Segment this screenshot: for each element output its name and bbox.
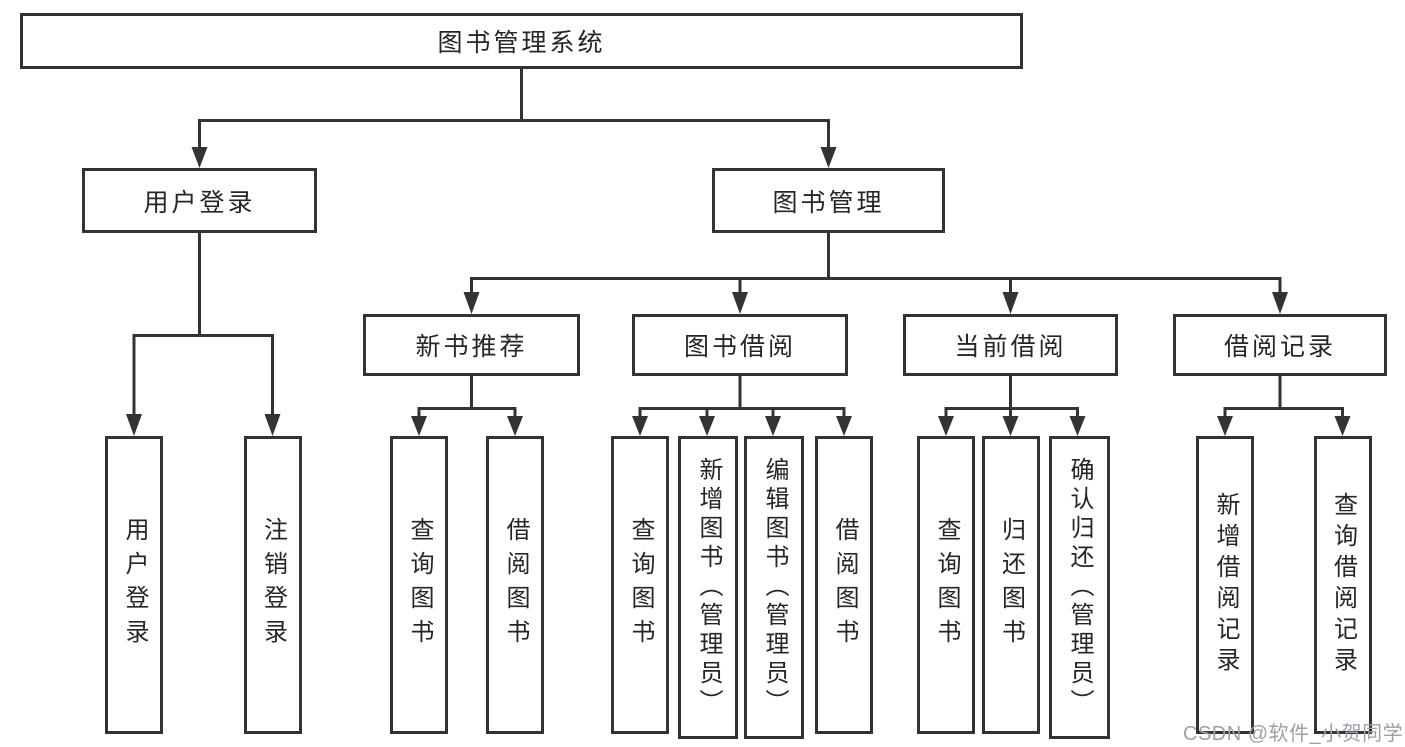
leaf-logout: 注销登录: [243, 436, 302, 734]
node-current-borrow: 当前借阅: [903, 314, 1118, 376]
arrow-down-icon: [732, 292, 748, 314]
leaf-query-books-borrow: 查询图书: [611, 436, 669, 734]
leaf-add-book-admin: 新增图书（管理员）: [678, 436, 738, 739]
arrow-down-icon: [1334, 416, 1351, 436]
leaf-confirm-return-admin: 确认归还（管理员）: [1048, 436, 1110, 739]
connector-book-borrow-children: [632, 376, 852, 436]
arrow-down-icon: [938, 416, 954, 436]
leaf-return-book: 归还图书: [981, 436, 1040, 734]
arrow-down-icon: [765, 416, 781, 436]
arrow-down-icon: [820, 147, 837, 168]
arrow-down-icon: [507, 416, 523, 436]
leaf-label: 用户登录: [121, 517, 148, 653]
arrow-down-icon: [1002, 416, 1019, 436]
node-user-login: 用户登录: [82, 168, 317, 233]
connector-borrow-records-children: [1217, 376, 1351, 436]
connector-book-management-children: [463, 233, 1288, 314]
node-new-book-recommend: 新书推荐: [363, 314, 580, 376]
leaf-label: 查询借阅记录: [1329, 492, 1357, 678]
leaf-label: 新增借阅记录: [1212, 492, 1239, 678]
leaf-label: 归还图书: [997, 517, 1025, 653]
arrow-down-icon: [1217, 416, 1233, 436]
arrow-down-icon: [191, 147, 208, 168]
leaf-edit-book-admin: 编辑图书（管理员）: [744, 436, 804, 739]
leaf-label: 确认归还（管理员）: [1066, 457, 1093, 718]
leaf-borrow-books-recommend: 借阅图书: [486, 436, 544, 734]
arrow-down-icon: [632, 416, 648, 436]
leaf-query-borrow-record: 查询借阅记录: [1313, 436, 1372, 734]
arrow-down-icon: [1002, 292, 1019, 314]
leaf-query-books-recommend: 查询图书: [390, 436, 448, 734]
arrow-down-icon: [836, 416, 852, 436]
leaf-query-books-current: 查询图书: [917, 436, 975, 734]
arrow-down-icon: [463, 292, 480, 314]
watermark: CSDN @软件_小贺同学: [1183, 723, 1404, 745]
node-root: 图书管理系统: [20, 13, 1023, 69]
leaf-label: 编辑图书（管理员）: [761, 457, 788, 718]
arrow-down-icon: [1069, 416, 1086, 436]
connector-root-to-level2: [191, 69, 837, 168]
leaf-label: 查询图书: [933, 517, 960, 653]
arrow-down-icon: [411, 416, 427, 436]
connector-new-book-recommend-children: [411, 376, 523, 436]
leaf-borrow-books-borrow: 借阅图书: [815, 436, 873, 734]
leaf-label: 借阅图书: [831, 517, 858, 653]
leaf-label: 查询图书: [627, 517, 654, 653]
node-book-management: 图书管理: [712, 168, 945, 233]
arrow-down-icon: [699, 416, 715, 436]
arrow-down-icon: [126, 414, 142, 436]
connector-current-borrow-children: [938, 376, 1086, 436]
arrow-down-icon: [1272, 292, 1288, 314]
leaf-user-login: 用户登录: [105, 436, 163, 734]
leaf-add-borrow-record: 新增借阅记录: [1196, 436, 1254, 734]
leaf-label: 注销登录: [259, 517, 287, 653]
leaf-label: 查询图书: [406, 517, 433, 653]
leaf-label: 新增图书（管理员）: [695, 457, 722, 718]
leaf-label: 借阅图书: [502, 517, 529, 653]
connector-user-login-children: [126, 233, 281, 436]
node-book-borrow: 图书借阅: [632, 314, 848, 376]
node-borrow-records: 借阅记录: [1173, 314, 1387, 376]
arrow-down-icon: [264, 414, 281, 436]
